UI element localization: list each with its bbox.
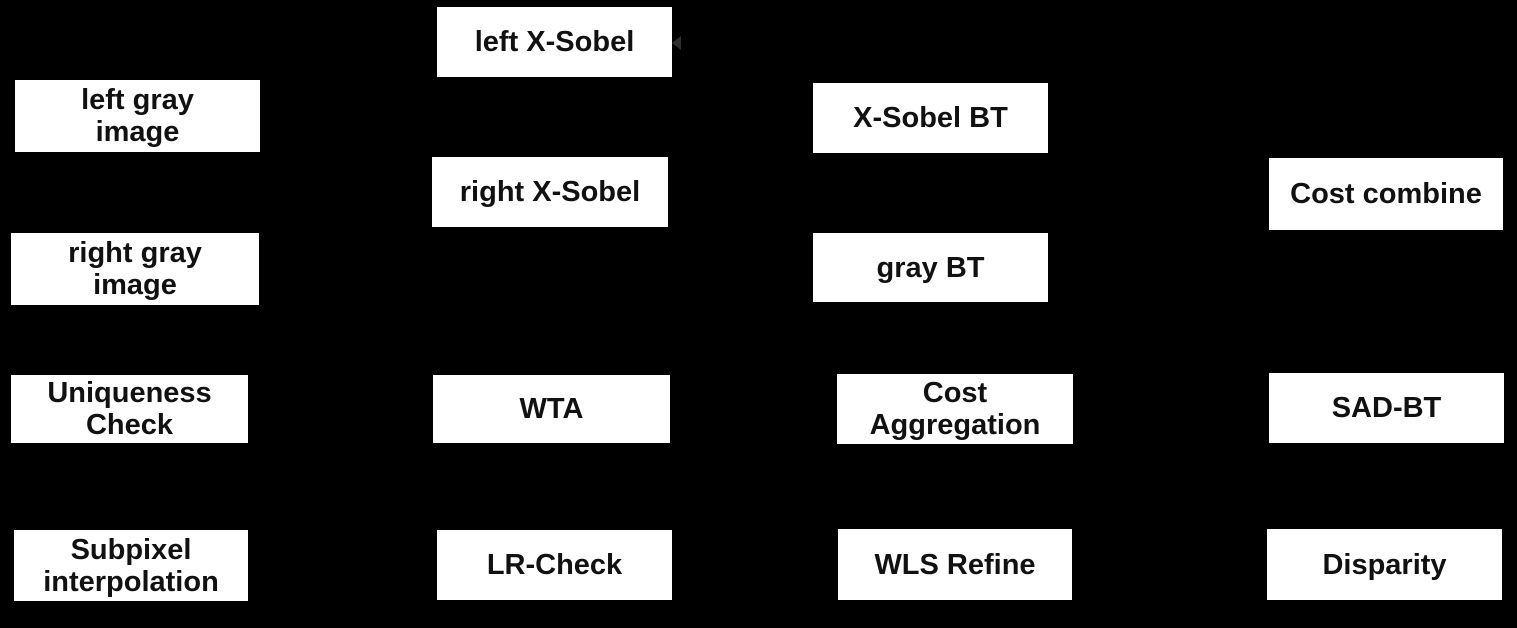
node-cost-aggregation: Cost Aggregation xyxy=(837,374,1073,444)
node-wls-refine: WLS Refine xyxy=(838,529,1072,600)
node-cost-combine: Cost combine xyxy=(1269,158,1503,230)
node-cost-aggregation-label: Cost Aggregation xyxy=(869,377,1041,441)
arrow-left-icon xyxy=(672,36,681,50)
node-disparity: Disparity xyxy=(1267,529,1502,600)
node-x-sobel-bt: X-Sobel BT xyxy=(813,83,1048,153)
node-right-gray-image-label: right gray image xyxy=(68,237,202,301)
node-subpixel-interpolation: Subpixel interpolation xyxy=(14,530,248,601)
node-gray-bt: gray BT xyxy=(813,233,1048,302)
node-lr-check: LR-Check xyxy=(437,530,672,600)
node-x-sobel-bt-label: X-Sobel BT xyxy=(853,102,1008,134)
node-wta-label: WTA xyxy=(519,393,584,425)
node-left-gray-image-label: left gray image xyxy=(81,84,194,148)
node-right-x-sobel: right X-Sobel xyxy=(432,157,668,227)
node-subpixel-interpolation-label: Subpixel interpolation xyxy=(43,533,219,598)
node-sad-bt-label: SAD-BT xyxy=(1331,392,1442,424)
node-lr-check-label: LR-Check xyxy=(486,549,623,581)
node-right-gray-image: right gray image xyxy=(11,233,259,305)
node-wls-refine-label: WLS Refine xyxy=(874,548,1036,581)
node-uniqueness-check-label: Uniqueness Check xyxy=(47,377,212,441)
node-cost-combine-label: Cost combine xyxy=(1290,178,1482,210)
node-gray-bt-label: gray BT xyxy=(876,251,985,284)
node-left-x-sobel: left X-Sobel xyxy=(437,7,672,77)
node-disparity-label: Disparity xyxy=(1322,548,1447,581)
node-sad-bt: SAD-BT xyxy=(1269,373,1504,443)
node-uniqueness-check: Uniqueness Check xyxy=(11,375,248,443)
node-left-gray-image: left gray image xyxy=(15,80,260,152)
node-left-x-sobel-label: left X-Sobel xyxy=(474,26,635,58)
node-right-x-sobel-label: right X-Sobel xyxy=(459,176,641,208)
node-wta: WTA xyxy=(433,375,670,443)
